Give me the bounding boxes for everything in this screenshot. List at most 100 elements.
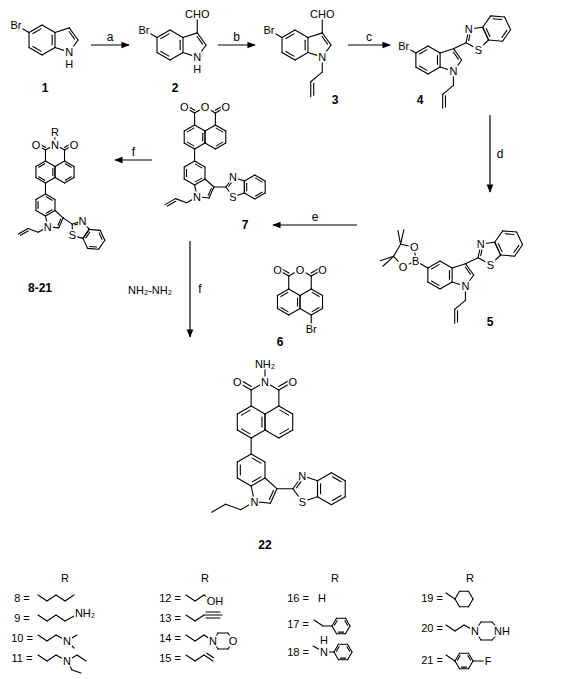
bond-line (337, 633, 346, 634)
bond-line (401, 230, 404, 244)
bond-line (312, 292, 319, 296)
atom-label: N (78, 215, 88, 226)
bond-line (502, 30, 507, 37)
bond-line (204, 614, 222, 615)
bond-line (38, 635, 47, 641)
bond-line (446, 625, 455, 631)
atom-label: N (317, 52, 327, 63)
bond-line (202, 133, 203, 140)
bond-line (292, 414, 293, 430)
bond-line (314, 620, 323, 626)
reagent-letter: f (131, 146, 136, 158)
atom-label: 11 = (11, 653, 34, 664)
atom-label: 17 = (286, 619, 310, 630)
bond-line (90, 246, 97, 248)
bond-line (318, 473, 332, 481)
bond-line (453, 49, 461, 60)
bond-line (453, 43, 466, 49)
bond-line (216, 128, 222, 132)
bond-line (495, 242, 501, 255)
bond-line (277, 296, 278, 309)
bond-line (300, 289, 311, 296)
atom-label: S (228, 191, 237, 202)
bond-line (469, 661, 474, 669)
bond-line (83, 229, 89, 238)
bond-line (416, 46, 428, 53)
bond-line (256, 178, 262, 182)
atom-label: N (192, 191, 202, 202)
atom-label: N (464, 24, 474, 35)
bond-line (197, 36, 203, 44)
bond-line (45, 194, 55, 199)
atom-label: O (398, 261, 409, 272)
bond-line (195, 179, 205, 185)
reaction-arrow (189, 241, 190, 337)
bond-line (348, 644, 353, 652)
bond-line (491, 16, 505, 17)
bond-line (277, 289, 288, 296)
bond-line (206, 611, 220, 612)
atom-label: 18 = (286, 647, 310, 658)
bond-line (322, 296, 323, 309)
bond-line (455, 653, 460, 661)
bond-line (35, 167, 36, 178)
bond-line (416, 67, 428, 74)
bond-line (332, 626, 337, 634)
bond-line (195, 164, 201, 168)
bond-line (440, 282, 452, 289)
atom-label: N (228, 172, 238, 183)
bond-line (20, 231, 28, 235)
bond-line (226, 504, 241, 509)
bond-line (289, 309, 300, 316)
bond-line (415, 53, 416, 67)
bond-line (54, 167, 55, 178)
bond-line (69, 31, 75, 39)
atom-label: Br (263, 25, 276, 36)
bond-line (52, 35, 53, 44)
bond-line (36, 178, 46, 184)
bond-line (455, 661, 460, 669)
bond-line (52, 169, 53, 176)
bond-line (440, 261, 452, 268)
bond-line (455, 625, 464, 631)
bond-line (289, 289, 300, 296)
atom-label: CHO (184, 9, 210, 20)
bond-line (29, 25, 42, 33)
bond-line (69, 28, 78, 40)
compound-structure: 3 (258, 5, 345, 110)
bond-line (469, 653, 474, 661)
bond-line (184, 167, 185, 179)
atom-label: NH (493, 626, 511, 637)
atom-label: 14 = (158, 633, 182, 644)
bond-line (215, 143, 225, 149)
bond-line (205, 143, 215, 149)
bond-line (251, 430, 265, 438)
bond-line (465, 258, 478, 264)
reagent-letter: c (365, 31, 373, 43)
bond-line (237, 430, 251, 438)
bond-line (37, 202, 38, 209)
bond-line (460, 606, 469, 607)
bond-line (252, 477, 261, 482)
bond-line (28, 33, 29, 48)
bond-line (339, 659, 348, 660)
bond-line (446, 655, 455, 661)
bond-line (279, 406, 293, 414)
bond-line (244, 181, 245, 193)
atom-label: 15 = (158, 653, 182, 664)
bond-line (45, 183, 46, 194)
atom-label: H (192, 64, 202, 75)
bond-line (455, 300, 466, 309)
atom-label: N (260, 377, 270, 388)
bond-line (338, 632, 343, 633)
bond-line (65, 595, 74, 601)
atom-label: S (486, 259, 495, 270)
reaction-arrow (348, 44, 390, 45)
atom-label: N (319, 647, 329, 658)
bond-line (299, 296, 300, 309)
bond-line (264, 414, 265, 430)
atom-label: NH₂-NH₂ (127, 285, 173, 296)
bond-line (286, 51, 294, 56)
